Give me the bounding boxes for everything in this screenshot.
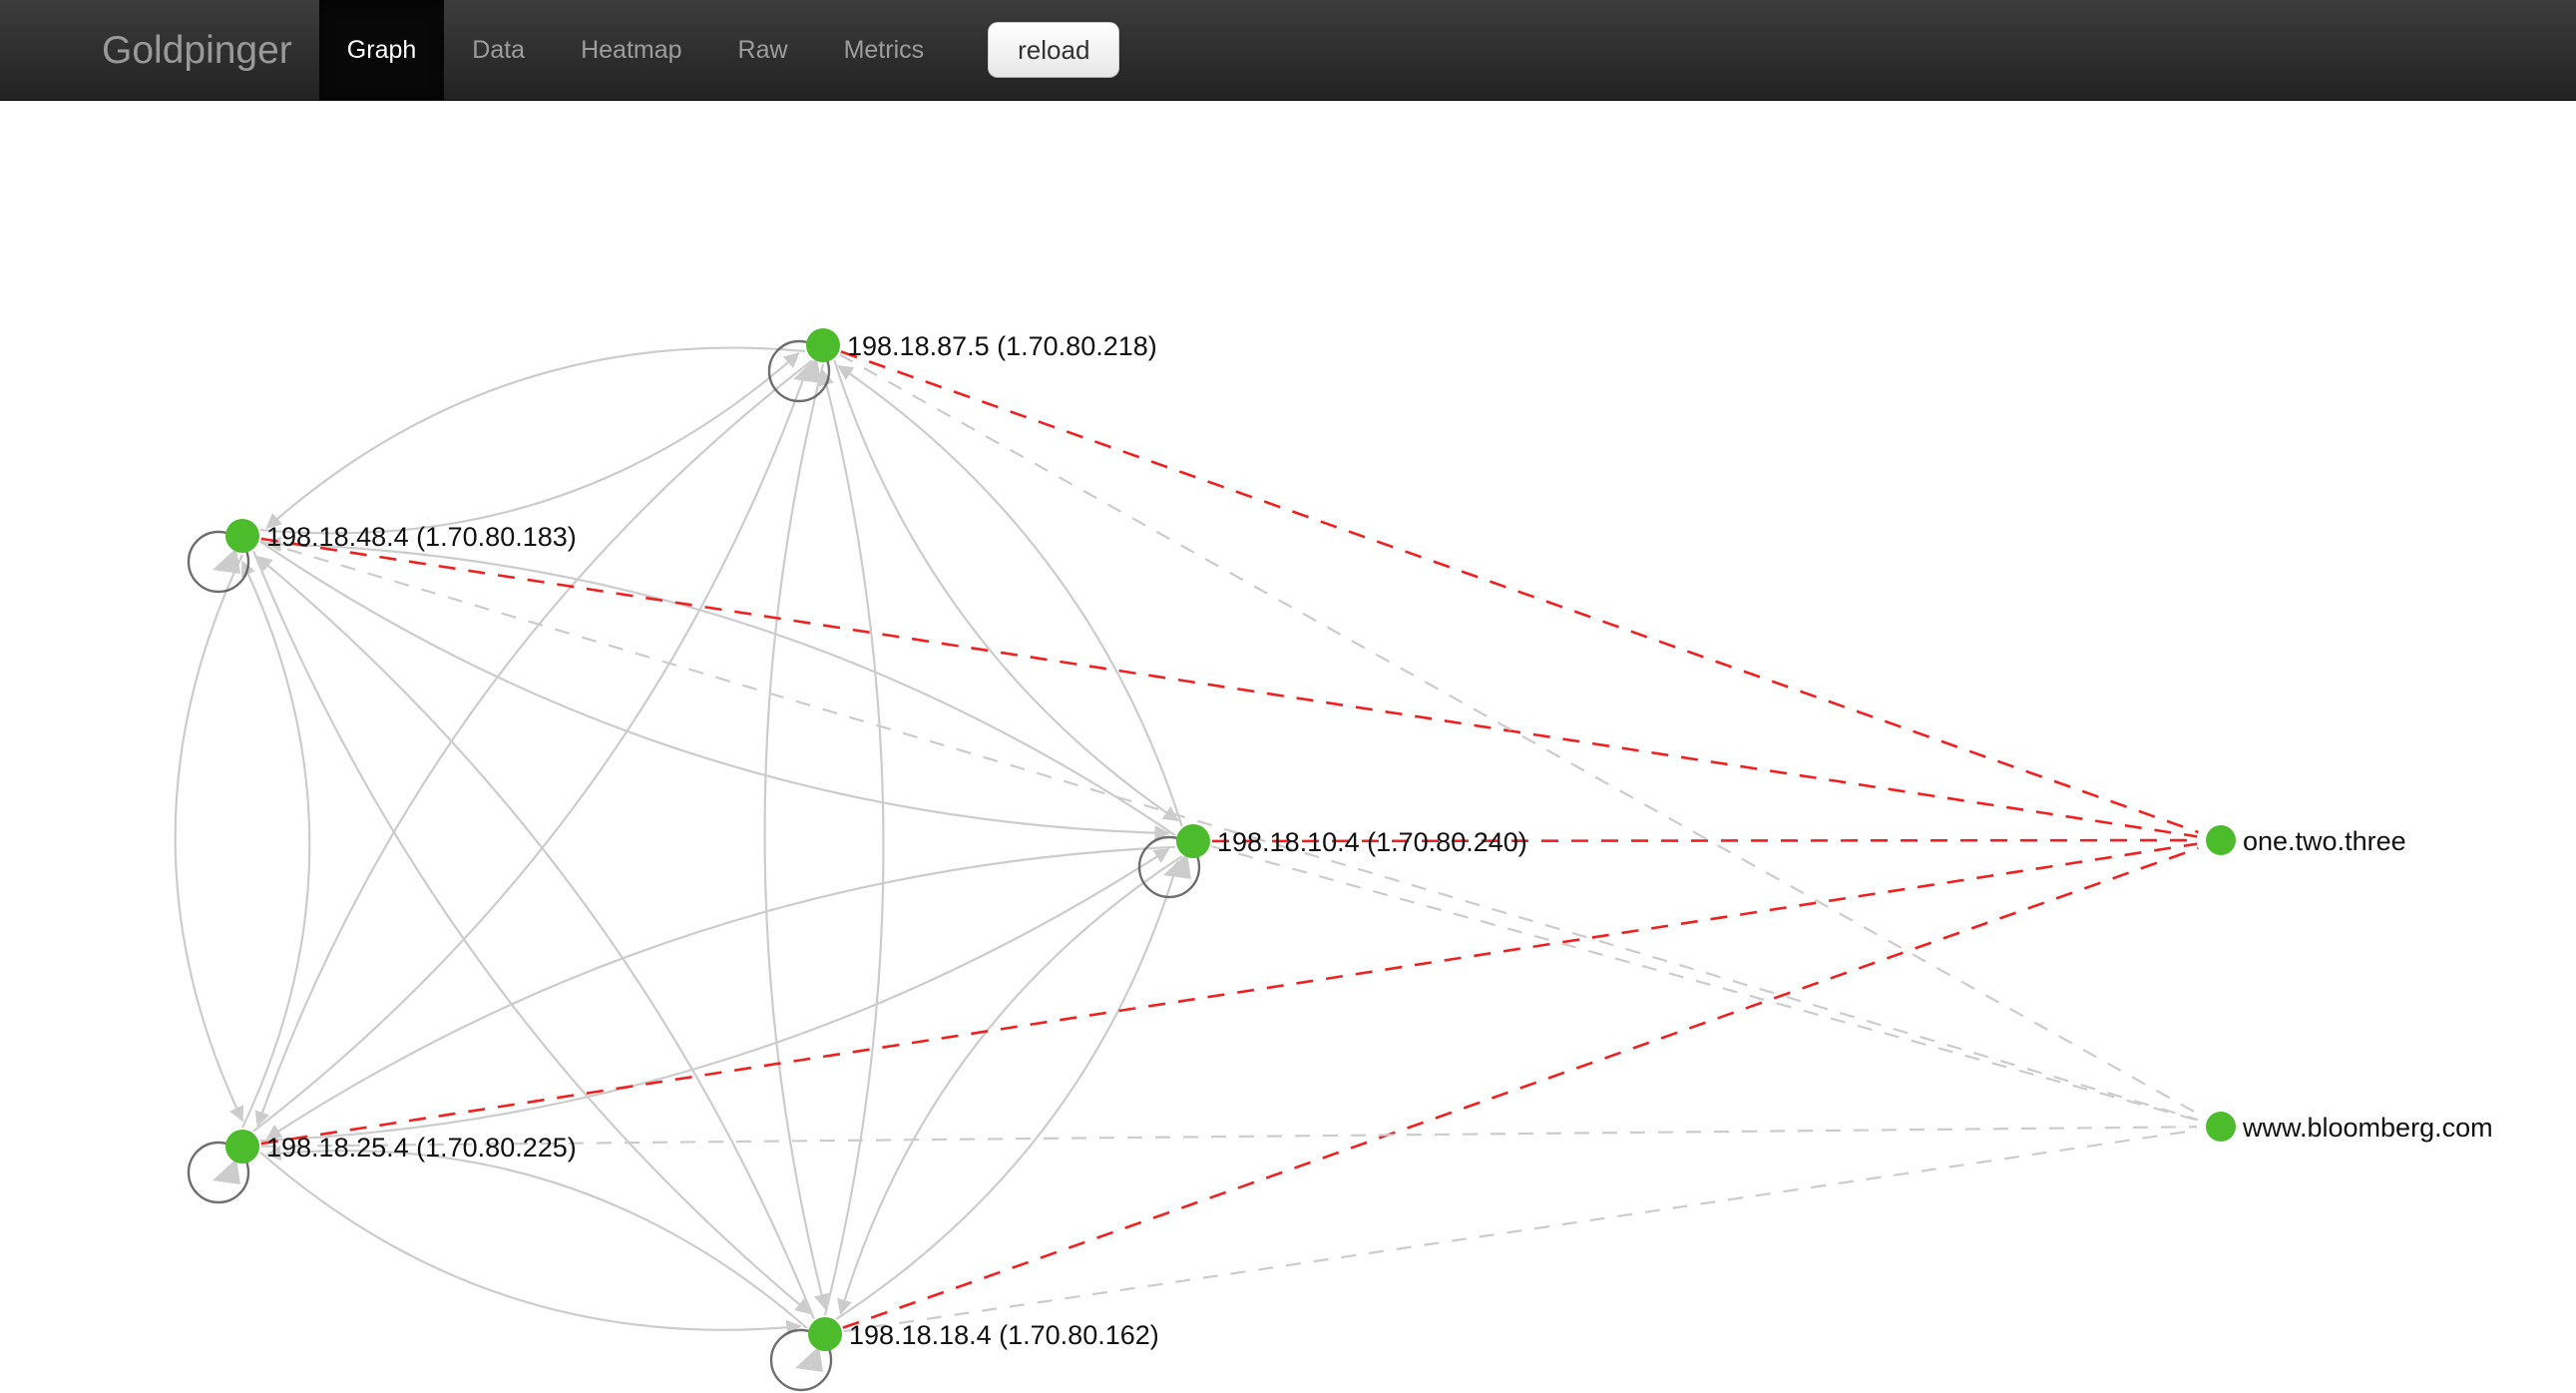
node-label: 198.18.10.4 (1.70.80.240)	[1217, 827, 1527, 857]
graph-edge	[260, 537, 2198, 838]
graph-edge	[265, 346, 806, 529]
node-label: 198.18.18.4 (1.70.80.162)	[849, 1320, 1159, 1350]
self-loops-layer	[187, 339, 1201, 1392]
node-status-dot[interactable]	[806, 328, 840, 362]
graph-edge	[265, 1145, 808, 1330]
self-loop-edge	[187, 1141, 250, 1204]
graph-edge	[839, 353, 2201, 1117]
graph-edge	[763, 363, 830, 1310]
graph-edge	[818, 369, 885, 1316]
graph-node[interactable]: 198.18.18.4 (1.70.80.162)	[808, 1317, 1159, 1351]
graph-edge	[259, 540, 2199, 1122]
graph-edge	[837, 364, 1183, 827]
node-label: www.bloomberg.com	[2242, 1113, 2493, 1143]
edges-layer	[174, 346, 2201, 1336]
node-status-dot[interactable]	[225, 519, 259, 553]
graph-edge	[259, 1151, 802, 1336]
tab-raw[interactable]: Raw	[737, 35, 788, 64]
tab-metrics[interactable]: Metrics	[843, 35, 925, 64]
graph-edge	[259, 352, 800, 535]
graph-node[interactable]: one.two.three	[2206, 825, 2406, 856]
node-status-dot[interactable]	[225, 1130, 259, 1163]
self-loop-arrowhead	[1163, 853, 1191, 879]
self-loop-arrowhead	[795, 1346, 823, 1372]
graph-edge	[240, 560, 311, 1129]
navbar: Goldpinger Graph Data Heatmap Raw Metric…	[0, 0, 2576, 101]
graph-edge	[1211, 845, 2199, 1122]
graph-edge	[842, 846, 2199, 1329]
graph-edge	[254, 359, 813, 1128]
graph-edge	[833, 359, 1179, 822]
tab-data[interactable]: Data	[472, 35, 526, 64]
graph-node[interactable]: 198.18.48.4 (1.70.80.183)	[225, 519, 577, 553]
self-loop-arrowhead	[213, 1159, 240, 1184]
tab-heatmap[interactable]: Heatmap	[581, 35, 682, 64]
brand-link[interactable]: Goldpinger	[102, 28, 292, 72]
graph-edge	[174, 554, 244, 1123]
self-loop-arrowhead	[793, 357, 821, 383]
graph-edge	[260, 848, 1170, 1143]
node-status-dot[interactable]	[808, 1317, 842, 1351]
node-status-dot[interactable]	[1176, 824, 1210, 858]
graph-edge	[256, 556, 815, 1320]
graph-edge	[837, 855, 1183, 1315]
network-graph-svg[interactable]: 198.18.87.5 (1.70.80.218) 198.18.48.4 (1.…	[0, 101, 2576, 1393]
graph-edge	[252, 364, 811, 1133]
graph-node[interactable]: 198.18.87.5 (1.70.80.218)	[806, 328, 1157, 362]
self-loop-edge	[767, 339, 831, 403]
node-status-dot[interactable]	[2206, 825, 2236, 855]
node-label: 198.18.25.4 (1.70.80.225)	[266, 1133, 577, 1162]
self-loop-edge	[769, 1328, 833, 1392]
navbar-inner: Goldpinger Graph Data Heatmap Raw Metric…	[75, 0, 1120, 100]
graph-node[interactable]: 198.18.25.4 (1.70.80.225)	[225, 1130, 577, 1163]
graph-node[interactable]: www.bloomberg.com	[2206, 1112, 2493, 1143]
node-label: one.two.three	[2243, 826, 2406, 856]
graph-edge	[843, 1129, 2198, 1333]
graph-canvas[interactable]: 198.18.87.5 (1.70.80.218) 198.18.48.4 (1.…	[0, 101, 2576, 1393]
graph-edge	[265, 536, 1176, 837]
graph-edge	[1211, 838, 2198, 843]
reload-button-wrapper: reload	[952, 0, 1120, 100]
node-label: 198.18.48.4 (1.70.80.183)	[266, 522, 577, 552]
graph-edge	[259, 540, 1170, 841]
self-loop-edge	[187, 530, 250, 594]
self-loop-edge	[1137, 835, 1201, 899]
graph-edge	[835, 860, 1181, 1320]
node-status-dot[interactable]	[2206, 1112, 2236, 1142]
graph-edge	[840, 350, 2199, 834]
reload-button[interactable]: reload	[988, 22, 1120, 78]
nodes-layer[interactable]: 198.18.87.5 (1.70.80.218) 198.18.48.4 (1.…	[225, 328, 2493, 1351]
graph-edge	[252, 550, 811, 1314]
tab-graph[interactable]: Graph	[318, 0, 445, 100]
graph-node[interactable]: 198.18.10.4 (1.70.80.240)	[1176, 824, 1527, 858]
node-label: 198.18.87.5 (1.70.80.218)	[847, 331, 1157, 361]
graph-edge	[265, 845, 1175, 1140]
self-loop-arrowhead	[213, 548, 240, 574]
graph-edge	[260, 842, 2198, 1146]
